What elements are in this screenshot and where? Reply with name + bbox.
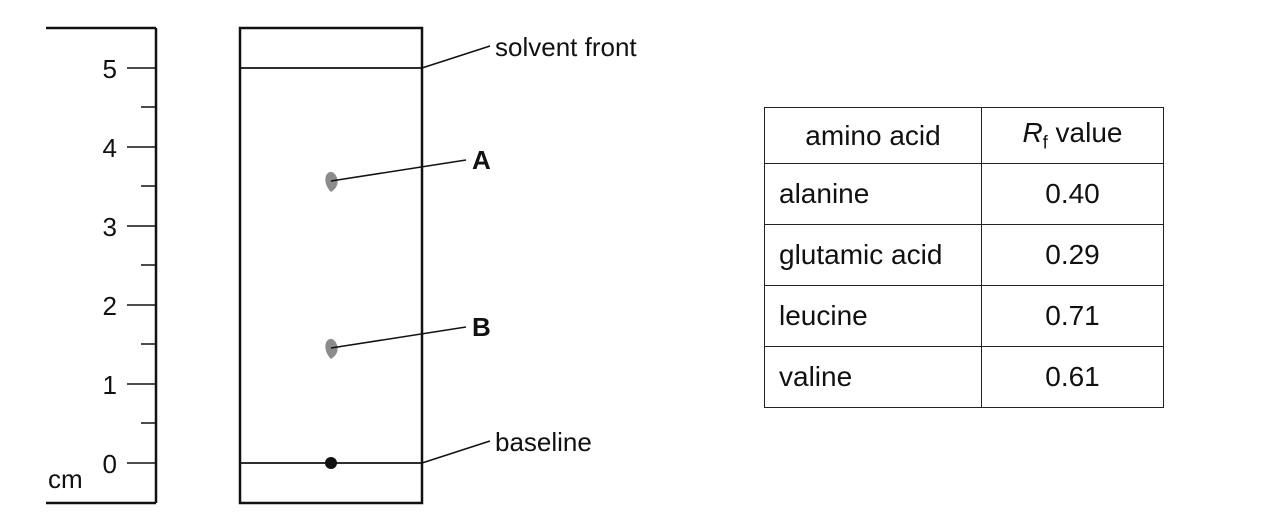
table-row: valine 0.61 xyxy=(764,346,1164,408)
header-amino-acid: amino acid xyxy=(764,107,982,164)
spot-a-leader xyxy=(330,159,467,182)
rf-symbol: R xyxy=(1022,117,1043,149)
table-header-row: amino acid Rf value xyxy=(764,107,1164,164)
rf-subscript: f xyxy=(1042,132,1048,153)
amino-acid-cell: alanine xyxy=(764,163,982,225)
rf-value-table: amino acid Rf value alanine 0.40 glutami… xyxy=(764,107,1164,408)
table-row: leucine 0.71 xyxy=(764,285,1164,347)
baseline-label: baseline xyxy=(495,427,592,457)
ruler-tick-label: 0 xyxy=(103,449,117,479)
ruler-tick-label: 4 xyxy=(103,133,117,163)
origin-dot xyxy=(325,457,337,469)
amino-acid-cell: leucine xyxy=(764,285,982,347)
ruler xyxy=(46,26,158,505)
header-rf-value: Rf value xyxy=(981,107,1164,164)
rf-value-cell: 0.61 xyxy=(981,346,1164,408)
ruler-unit-label: cm xyxy=(48,464,83,494)
spot-b xyxy=(325,338,338,359)
amino-acid-cell: valine xyxy=(764,346,982,408)
spot-b-label: B xyxy=(472,312,491,342)
rf-value-cell: 0.71 xyxy=(981,285,1164,347)
rf-value-cell: 0.29 xyxy=(981,224,1164,286)
ruler-tick-labels: 0 1 2 3 4 5 xyxy=(103,54,117,479)
rf-value-cell: 0.40 xyxy=(981,163,1164,225)
table-row: glutamic acid 0.29 xyxy=(764,224,1164,286)
chromatography-plate xyxy=(238,26,424,505)
spot-a-label: A xyxy=(472,145,491,175)
ruler-tick-label: 3 xyxy=(103,212,117,242)
spot-b-leader xyxy=(330,326,467,349)
solvent-front-label: solvent front xyxy=(495,32,637,62)
spot-a xyxy=(325,171,338,192)
ruler-tick-label: 5 xyxy=(103,54,117,84)
table-row: alanine 0.40 xyxy=(764,163,1164,225)
rf-header-text: value xyxy=(1055,117,1123,149)
baseline-leader xyxy=(421,440,491,464)
solvent-front-leader xyxy=(421,45,491,69)
ruler-tick-label: 1 xyxy=(103,370,117,400)
ruler-tick-label: 2 xyxy=(103,291,117,321)
amino-acid-cell: glutamic acid xyxy=(764,224,982,286)
